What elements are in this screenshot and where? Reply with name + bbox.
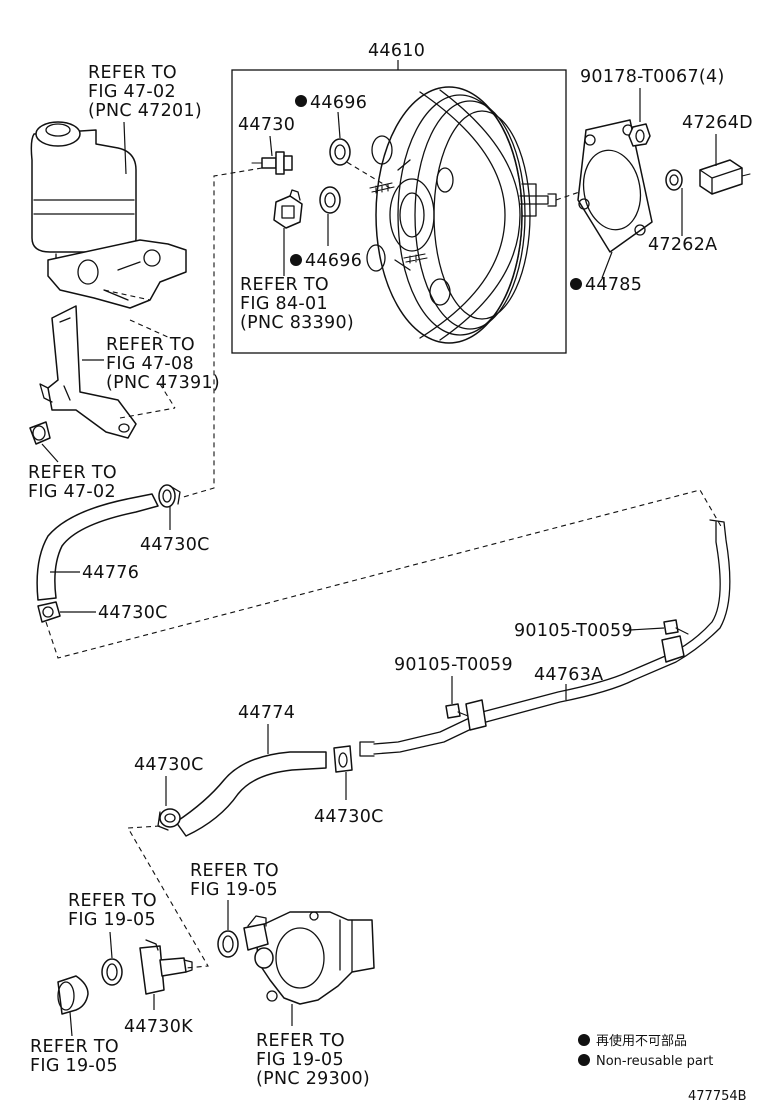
label-booster: 44610	[368, 41, 425, 61]
svg-text:FIG 19-05: FIG 19-05	[30, 1056, 118, 1076]
svg-text:REFER TO: REFER TO	[30, 1037, 119, 1057]
legend-bullet-jp	[578, 1034, 590, 1046]
svg-text:FIG 47-08: FIG 47-08	[106, 354, 194, 374]
non-reusable-marker-gasket	[570, 278, 582, 290]
svg-text:FIG 19-05: FIG 19-05	[256, 1050, 344, 1070]
non-reusable-marker-grommet-bottom	[290, 254, 302, 266]
vacuum-pump[interactable]	[243, 911, 375, 1005]
label-nut: 90178-T0067(4)	[580, 67, 725, 87]
label-hose-upper-clamp-lower: 44730C	[98, 603, 168, 623]
ref-plug: REFER TO FIG 19-05	[30, 1037, 119, 1076]
label-grommet-top: 44696	[310, 93, 367, 113]
mounting-bracket[interactable]	[39, 305, 137, 439]
ref-vacuum-pump: REFER TO FIG 19-05 (PNC 29300)	[256, 1031, 370, 1089]
svg-text:(PNC 47201): (PNC 47201)	[88, 101, 202, 121]
hose-upper-clamp[interactable]	[158, 484, 181, 508]
label-bolt-right: 90105-T0059	[514, 621, 633, 641]
svg-text:(PNC 83390): (PNC 83390)	[240, 313, 354, 333]
hose-lower-clamp-right[interactable]	[333, 745, 353, 773]
hose-upper[interactable]	[36, 493, 159, 601]
hose-upper-clamp-lower[interactable]	[37, 601, 61, 623]
bracket-bushing[interactable]	[29, 421, 51, 445]
oring-union[interactable]	[101, 958, 123, 986]
svg-text:REFER TO: REFER TO	[68, 891, 157, 911]
label-union: 44730K	[124, 1017, 193, 1037]
ref-oring-pump: REFER TO FIG 19-05	[190, 861, 279, 900]
label-grommet-bottom: 44696	[305, 251, 362, 271]
brake-booster[interactable]	[366, 86, 557, 344]
legend-bullet-en	[578, 1054, 590, 1066]
label-hose-lower: 44774	[238, 703, 295, 723]
svg-text:(PNC 47391): (PNC 47391)	[106, 373, 220, 393]
label-hose-upper: 44776	[82, 563, 139, 583]
bolt-mid[interactable]	[445, 703, 469, 719]
label-hose-lower-clamp-right: 44730C	[314, 807, 384, 827]
ref-oring-union: REFER TO FIG 19-05	[68, 891, 157, 930]
label-check-valve: 44730	[238, 115, 295, 135]
hose-lower[interactable]	[175, 751, 327, 837]
oring-pump[interactable]	[217, 930, 239, 958]
label-gasket: 44785	[585, 275, 642, 295]
svg-text:FIG 47-02: FIG 47-02	[28, 482, 116, 502]
grommet-top[interactable]	[329, 138, 351, 166]
clevis[interactable]	[699, 159, 751, 195]
master-cylinder-reservoir[interactable]	[30, 121, 187, 309]
catalog-number: 477754B	[688, 1089, 747, 1104]
legend: 再使用不可部品 Non-reusable part	[578, 1033, 713, 1069]
hose-lower-clamp-left[interactable]	[157, 808, 181, 831]
union-fitting[interactable]	[139, 939, 193, 995]
plug[interactable]	[57, 975, 89, 1015]
label-pipe: 44763A	[534, 665, 603, 685]
ref-bushing: REFER TO FIG 47-02	[28, 463, 117, 502]
svg-text:REFER TO: REFER TO	[256, 1031, 345, 1051]
svg-text:(PNC 29300): (PNC 29300)	[256, 1069, 370, 1089]
legend-jp: 再使用不可部品	[596, 1033, 687, 1049]
legend-en: Non-reusable part	[596, 1054, 713, 1069]
bolt-right[interactable]	[663, 619, 689, 635]
label-hose-lower-clamp-left: 44730C	[134, 755, 204, 775]
label-ref-reservoir: REFER TO	[88, 63, 177, 83]
svg-text:REFER TO: REFER TO	[28, 463, 117, 483]
svg-text:FIG 19-05: FIG 19-05	[190, 880, 278, 900]
label-bolt-mid: 90105-T0059	[394, 655, 513, 675]
nut[interactable]	[628, 123, 651, 147]
check-valve[interactable]	[251, 151, 293, 175]
svg-text:REFER TO: REFER TO	[106, 335, 195, 355]
label-clevis: 47264D	[682, 113, 753, 133]
vacuum-pipe[interactable]	[359, 519, 731, 757]
label-hose-upper-clamp: 44730C	[140, 535, 210, 555]
label-pin: 47262A	[648, 235, 717, 255]
svg-text:REFER TO: REFER TO	[240, 275, 329, 295]
grommet-bottom[interactable]	[319, 186, 341, 214]
pin[interactable]	[665, 169, 683, 191]
booster-assembly-frame	[231, 69, 567, 354]
svg-text:REFER TO: REFER TO	[190, 861, 279, 881]
non-reusable-marker-grommet-top	[295, 95, 307, 107]
svg-text:FIG 19-05: FIG 19-05	[68, 910, 156, 930]
svg-text:FIG 84-01: FIG 84-01	[240, 294, 328, 314]
ref-switch: REFER TO FIG 84-01 (PNC 83390)	[240, 275, 354, 333]
vacuum-switch[interactable]	[273, 189, 303, 229]
svg-text:FIG 47-02: FIG 47-02	[88, 82, 176, 102]
ref-bracket: REFER TO FIG 47-08 (PNC 47391)	[106, 335, 220, 393]
